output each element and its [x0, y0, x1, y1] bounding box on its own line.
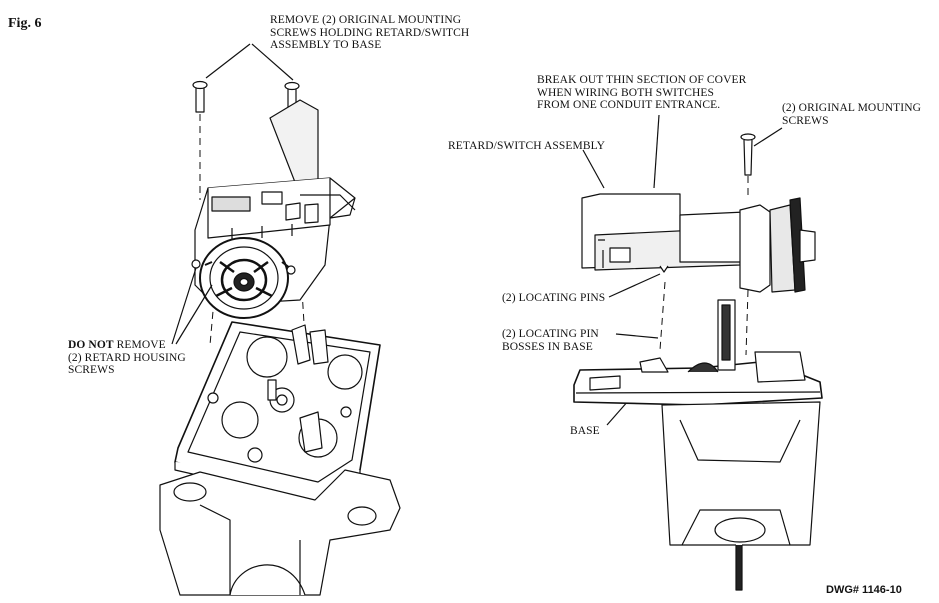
callout-line: (2) RETARD HOUSING: [68, 351, 186, 364]
leader-line: [205, 43, 251, 79]
mounting-screw-left: [192, 80, 208, 113]
mounting-screw-side: [740, 133, 756, 176]
callout-line: FROM ONE CONDUIT ENTRANCE.: [537, 99, 721, 111]
callout-line: BREAK OUT THIN SECTION OF COVER: [537, 74, 747, 86]
callout-line: BOSSES IN BASE: [502, 340, 593, 353]
callout-text: REMOVE: [113, 339, 166, 351]
callout-line: SCREWS: [68, 364, 115, 376]
valve-body-right: [661, 401, 821, 591]
remove-screws-callout: REMOVE (2) ORIGINAL MOUNTING SCREWS HOLD…: [270, 14, 469, 52]
leader-line: [615, 333, 659, 339]
leader-line: [608, 273, 661, 298]
leader-line: [171, 267, 197, 345]
leader-line: [582, 149, 605, 189]
callout-line: ASSEMBLY TO BASE: [270, 39, 382, 51]
callout-line: REMOVE (2) ORIGINAL MOUNTING: [270, 14, 462, 26]
callout-line: SCREWS: [782, 114, 829, 127]
drawing-number: DWG# 1146-10: [826, 584, 902, 596]
locating-bosses-callout: (2) LOCATING PIN BOSSES IN BASE: [502, 328, 599, 353]
callout-line: (2) ORIGINAL MOUNTING: [782, 102, 922, 114]
break-out-callout: BREAK OUT THIN SECTION OF COVER WHEN WIR…: [537, 74, 746, 112]
figure-label: Fig. 6: [8, 16, 42, 31]
base-plate-left: [174, 321, 381, 504]
callout-line: DO NOT REMOVE: [68, 339, 186, 352]
leader-line: [653, 114, 660, 189]
base-side: [573, 299, 823, 406]
leader-line: [175, 284, 213, 345]
retard-switch-assembly-side: [581, 193, 816, 293]
callout-line: SCREWS HOLDING RETARD/SWITCH: [270, 26, 470, 39]
callout-line: (2) LOCATING PIN: [502, 328, 599, 340]
base-label: BASE: [570, 425, 600, 437]
valve-body-left: [159, 469, 401, 596]
leader-line: [251, 43, 294, 81]
locating-pins-label: (2) LOCATING PINS: [502, 292, 606, 304]
leader-line: [753, 127, 783, 147]
callout-line: WHEN WIRING BOTH SWITCHES: [537, 86, 715, 99]
do-not-remove-callout: DO NOT REMOVE (2) RETARD HOUSING SCREWS: [68, 339, 186, 377]
original-screws-callout: (2) ORIGINAL MOUNTING SCREWS: [782, 102, 921, 127]
callout-emphasis: DO NOT: [68, 339, 114, 351]
retard-housing-dial: [199, 237, 291, 319]
retard-switch-assembly-label: RETARD/SWITCH ASSEMBLY: [448, 140, 605, 152]
